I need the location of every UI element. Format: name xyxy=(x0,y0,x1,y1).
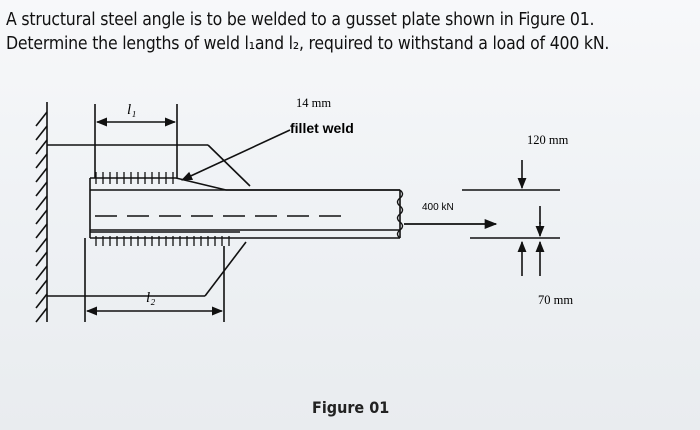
l1-label: l₁ xyxy=(127,102,136,118)
l2-label: l₂ xyxy=(146,290,155,306)
l1-dimension xyxy=(94,104,178,178)
steel-angle xyxy=(89,177,401,239)
right-dimensions xyxy=(462,160,560,276)
problem-statement: A structural steel angle is to be welded… xyxy=(6,8,696,56)
weld-type-label: fillet weld xyxy=(290,120,354,136)
weld-leader-arrow xyxy=(180,129,291,181)
weld-l1-hatch xyxy=(95,172,174,184)
wall-support xyxy=(35,102,48,323)
break-mark xyxy=(396,189,404,239)
dim-120-label: 120 mm xyxy=(527,133,569,147)
problem-line-1: A structural steel angle is to be welded… xyxy=(6,10,595,30)
dim-70-label: 70 mm xyxy=(538,293,573,307)
gusset-plate xyxy=(47,144,251,297)
figure-caption: Figure 01 xyxy=(312,398,390,417)
load-label: 400 kN xyxy=(422,202,454,213)
weld-size-label: 14 mm xyxy=(296,96,331,110)
problem-line-2: Determine the lengths of weld l₁and l₂, … xyxy=(6,34,610,54)
weld-l2-hatch xyxy=(95,236,230,246)
l2-dimension xyxy=(84,238,225,322)
